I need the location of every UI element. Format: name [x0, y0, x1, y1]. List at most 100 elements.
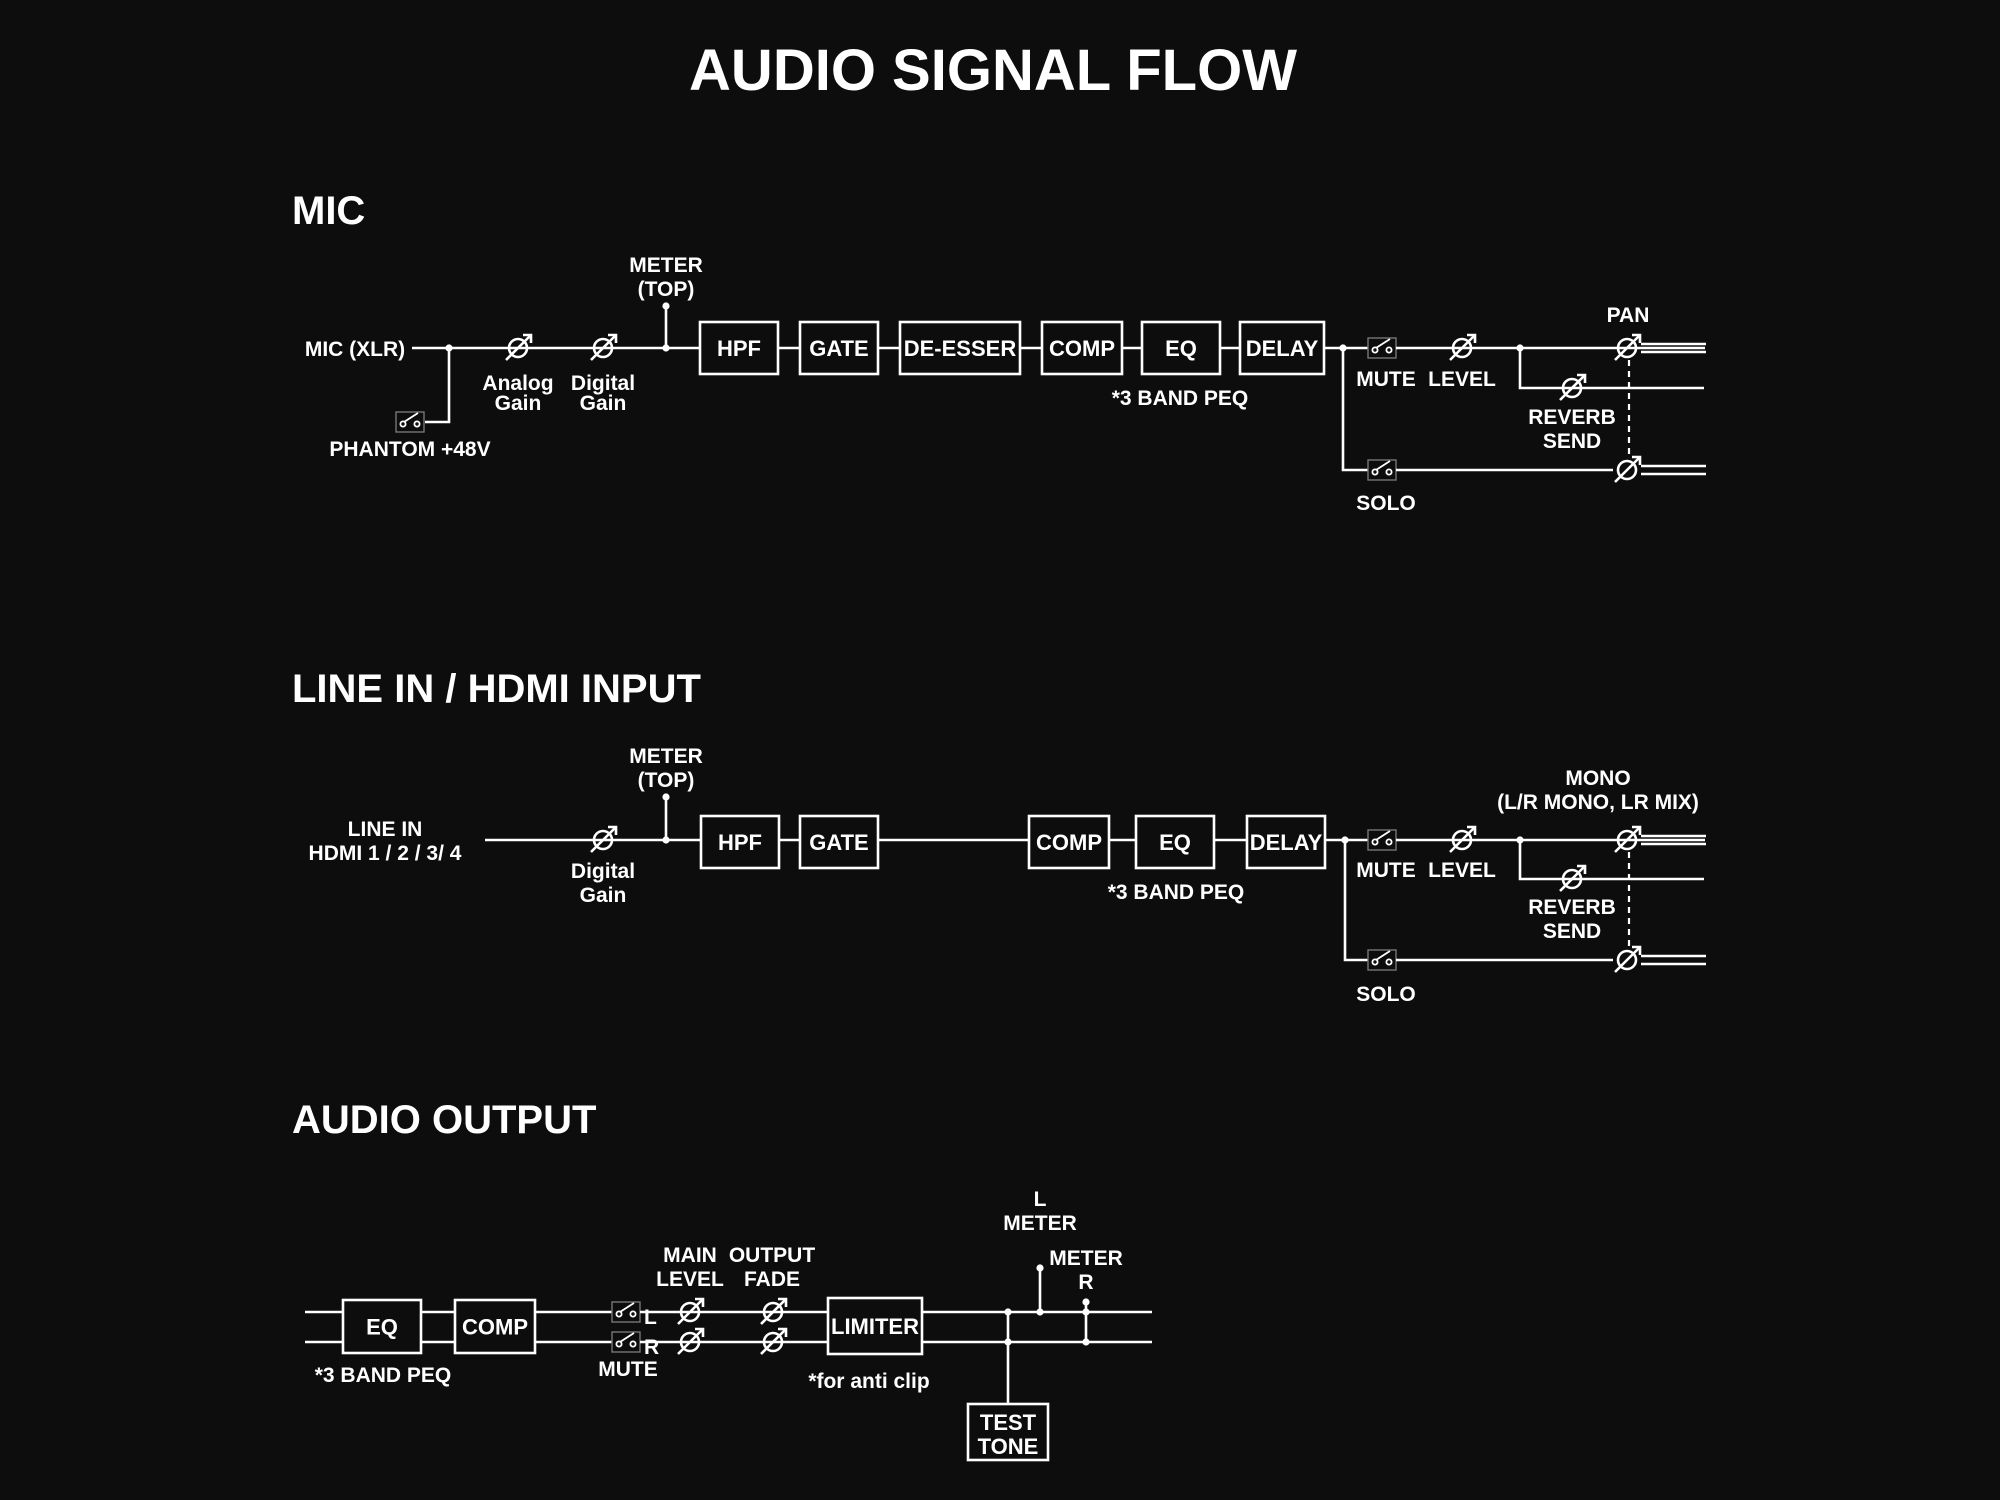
- line-mono-label-1: MONO: [1565, 767, 1630, 790]
- section-heading-mic: MIC: [292, 189, 365, 233]
- out-eq-block: EQ: [341, 1298, 423, 1355]
- mic-solo-label: SOLO: [1356, 492, 1416, 515]
- output-fade-knob-l-icon: [760, 1297, 788, 1325]
- digital-gain-knob-icon: [590, 333, 618, 361]
- l-meter-label-line-1: L: [1034, 1188, 1047, 1211]
- line-level-label: LEVEL: [1428, 859, 1496, 882]
- mic-input-label: MIC (XLR): [305, 338, 405, 361]
- meter-top-label-line-1: METER: [629, 254, 703, 277]
- mic-de-esser-block: DE-ESSER: [898, 320, 1022, 376]
- mic-delay-block: DELAY: [1238, 320, 1326, 376]
- mic-de-esser-block-label: DE-ESSER: [904, 336, 1017, 361]
- mic-pan-label: PAN: [1607, 304, 1650, 327]
- mic-mute-label: MUTE: [1356, 368, 1416, 391]
- line-hpf-block-frame: [699, 814, 781, 870]
- line-meter-top-label-line-1: METER: [629, 745, 703, 768]
- mic-de-esser-block-frame: [898, 320, 1022, 376]
- junction-dot: [1082, 1298, 1090, 1306]
- analog-gain-knob-icon: [505, 333, 533, 361]
- section-heading-line-in: LINE IN / HDMI INPUT: [292, 667, 701, 711]
- pan-knob-icon: [1614, 333, 1642, 361]
- out-comp-block: COMP: [453, 1298, 537, 1355]
- line-reverb-send-label-line-2: SEND: [1543, 920, 1601, 943]
- out-output-fade-label-line-2: FADE: [744, 1268, 800, 1291]
- section-heading-audio-output: AUDIO OUTPUT: [292, 1098, 596, 1142]
- line-delay-block: DELAY: [1245, 814, 1327, 870]
- mic-hpf-block-frame: [698, 320, 780, 376]
- mic-reverb-send-label-line-2: SEND: [1543, 430, 1601, 453]
- mic-eq-block-label: EQ: [1165, 336, 1197, 361]
- mic-eq-block: EQ: [1140, 320, 1222, 376]
- out-mute-mark-l: L: [644, 1306, 657, 1329]
- page-title: AUDIO SIGNAL FLOW: [689, 38, 1297, 103]
- line-comp-block-label: COMP: [1036, 830, 1102, 855]
- mic-solo-switch-icon: [1367, 459, 1397, 481]
- mic-comp-block: COMP: [1040, 320, 1124, 376]
- line-delay-block-label: DELAY: [1250, 830, 1323, 855]
- line-reverb-send-knob-icon: [1559, 864, 1587, 892]
- line-gate-block-label: GATE: [809, 830, 868, 855]
- line-mute-label: MUTE: [1356, 859, 1416, 882]
- digital-gain-label-line-1: Digital: [571, 372, 635, 395]
- out-limiter-block-label: LIMITER: [831, 1314, 919, 1339]
- junction-dot: [1036, 1264, 1044, 1272]
- mono-knob-icon: [1614, 825, 1642, 853]
- line-mute-switch-icon: [1367, 829, 1397, 851]
- mic-delay-block-frame: [1238, 320, 1326, 376]
- analog-gain-label-line-2: Gain: [495, 392, 542, 415]
- line-reverb-send-label-line-1: REVERB: [1528, 896, 1616, 919]
- phantom-label: PHANTOM +48V: [329, 438, 490, 461]
- line-solo-pan-knob-icon: [1614, 945, 1642, 973]
- line-eq-block-frame: [1134, 814, 1216, 870]
- mic-gate-block: GATE: [798, 320, 880, 376]
- line-gate-block-frame: [798, 814, 880, 870]
- line-eq-block: EQ: [1134, 814, 1216, 870]
- out-main-level-label-line-2: LEVEL: [656, 1268, 724, 1291]
- mic-mute-switch-icon: [1367, 337, 1397, 359]
- out-comp-block-frame: [453, 1298, 537, 1355]
- out-peq-note: *3 BAND PEQ: [315, 1364, 452, 1387]
- mic-delay-block-label: DELAY: [1246, 336, 1319, 361]
- line-comp-block-frame: [1027, 814, 1111, 870]
- meter-top-label-line-2: (TOP): [638, 278, 695, 301]
- line-hpf-block: HPF: [699, 814, 781, 870]
- test-tone-block-label-1: TEST: [980, 1410, 1037, 1435]
- reverb-send-wire: [1518, 348, 1704, 390]
- analog-gain-label-line-1: Analog: [482, 372, 553, 395]
- mic-comp-block-frame: [1040, 320, 1124, 376]
- line-reverb-send-wire: [1518, 840, 1704, 881]
- line-eq-block-label: EQ: [1159, 830, 1191, 855]
- line-hpf-block-label: HPF: [718, 830, 762, 855]
- test-tone-block-frame: [966, 1402, 1050, 1462]
- meter-r-label-line-2: R: [1078, 1271, 1093, 1294]
- mic-level-knob-icon: [1449, 333, 1477, 361]
- phantom-switch-icon: [395, 411, 425, 433]
- meter-r-label-line-1: METER: [1049, 1247, 1123, 1270]
- mic-eq-block-frame: [1140, 320, 1222, 376]
- mic-level-label: LEVEL: [1428, 368, 1496, 391]
- main-level-knob-l-icon: [677, 1297, 705, 1325]
- junction-dot: [662, 302, 670, 310]
- line-peq-note: *3 BAND PEQ: [1108, 881, 1245, 904]
- mic-peq-note: *3 BAND PEQ: [1112, 387, 1249, 410]
- mic-reverb-send-label-line-1: REVERB: [1528, 406, 1616, 429]
- mic-gate-block-frame: [798, 320, 880, 376]
- line-solo-wire: [1343, 840, 1368, 962]
- line-input-label-1: LINE IN: [348, 818, 423, 841]
- out-mute-label: MUTE: [598, 1358, 658, 1381]
- out-limiter-block: LIMITER: [826, 1296, 924, 1356]
- line-solo-switch-icon: [1367, 949, 1397, 971]
- out-main-level-label-line-1: MAIN: [663, 1244, 717, 1267]
- line-solo-label: SOLO: [1356, 983, 1416, 1006]
- line-level-knob-icon: [1449, 825, 1477, 853]
- junction-dot: [662, 793, 670, 801]
- phantom-wire: [425, 348, 451, 424]
- digital-gain-label-line-2: Gain: [580, 392, 627, 415]
- line-meter-top-label-line-2: (TOP): [638, 769, 695, 792]
- line-digital-gain-knob-icon: [590, 825, 618, 853]
- line-mono-label-2: (L/R MONO, LR MIX): [1497, 791, 1699, 814]
- line-digital-gain-label-line-2: Gain: [580, 884, 627, 907]
- out-output-fade-label-line-1: OUTPUT: [729, 1244, 816, 1267]
- solo-wire: [1341, 348, 1368, 472]
